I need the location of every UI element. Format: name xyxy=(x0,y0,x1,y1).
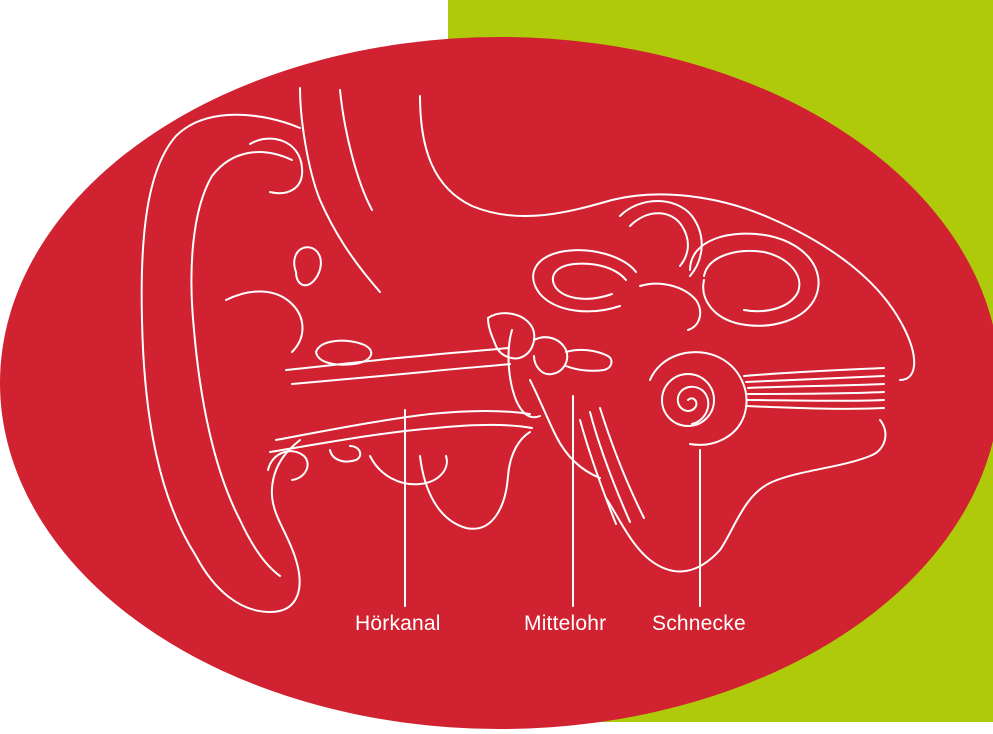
nerve-fiber-5 xyxy=(748,400,884,401)
label-mittelohr: Mittelohr xyxy=(524,612,606,636)
red-oval xyxy=(0,37,993,729)
label-hoerkanal: Hörkanal xyxy=(355,612,441,636)
label-schnecke: Schnecke xyxy=(652,612,746,636)
